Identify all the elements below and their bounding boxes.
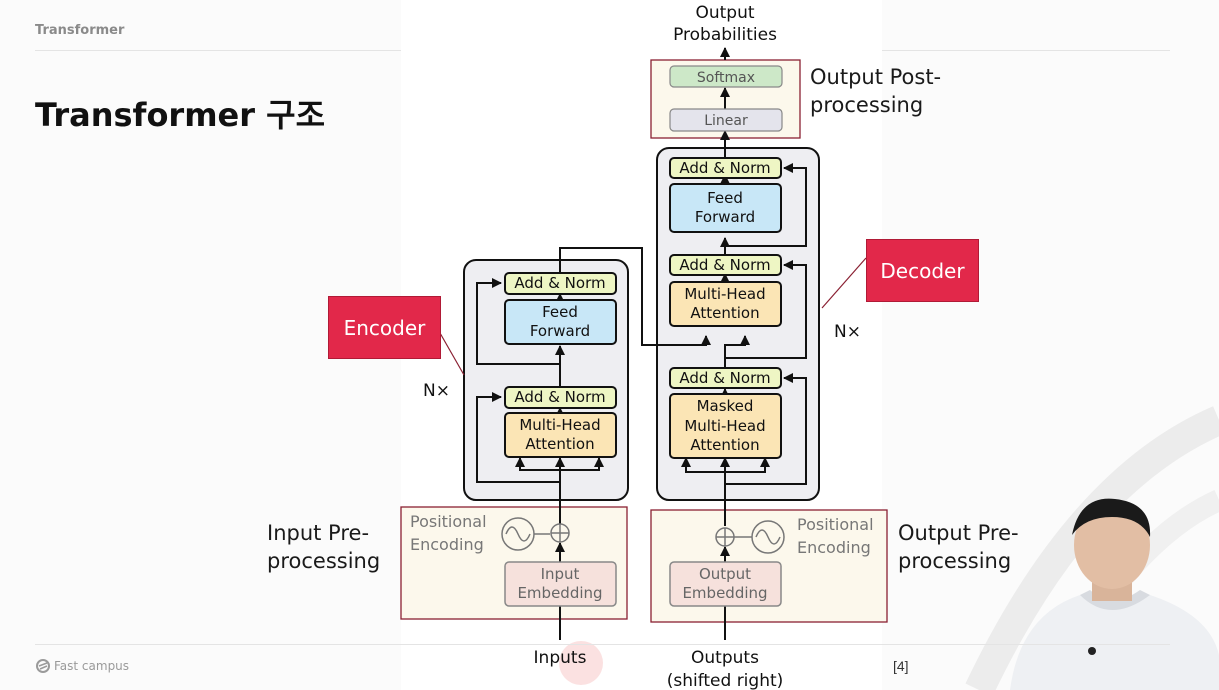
footer-divider <box>35 644 1170 645</box>
outputs-line2: (shifted right) <box>667 671 784 690</box>
encoder-mha-line2: Attention <box>525 435 594 453</box>
decoder-nx-label: N× <box>834 322 861 342</box>
decoder-masked-line1: Masked <box>697 397 754 415</box>
output-pre-label-line2: processing <box>898 549 1012 573</box>
inputs-label: Inputs <box>534 648 587 668</box>
linear-block <box>669 108 783 132</box>
decoder-mha-line1: Multi-Head <box>684 285 765 303</box>
output-embedding-block <box>669 561 782 607</box>
output-probabilities-line2: Probabilities <box>673 25 777 45</box>
reference-number: [4] <box>893 658 909 674</box>
encoder-nx-label: N× <box>423 381 450 401</box>
encoder-add-norm-top <box>504 272 617 295</box>
decoder-masked-multi-head-attention <box>669 393 782 459</box>
decoder-feed-forward <box>669 183 782 233</box>
decoder-ff-line2: Forward <box>695 208 755 226</box>
output-embedding-line1: Output <box>699 565 751 583</box>
output-positional-line2: Encoding <box>797 538 871 557</box>
encoder-tag: Encoder <box>328 296 441 359</box>
decoder-add-norm-middle-label: Add & Norm <box>679 256 770 274</box>
decoder-add-norm-top-label: Add & Norm <box>679 159 770 177</box>
output-post-label-line1: Output Post- <box>810 65 942 89</box>
encoder-add-norm-top-label: Add & Norm <box>514 274 605 292</box>
encoder-ff-line2: Forward <box>530 322 590 340</box>
encoder-stack <box>463 259 629 501</box>
input-embedding-block <box>504 561 617 607</box>
presenter-video <box>1010 498 1219 690</box>
input-pre-label: Input Pre- processing <box>267 519 380 575</box>
decoder-tag: Decoder <box>866 239 979 302</box>
decoder-add-norm-middle <box>669 254 782 276</box>
fastcampus-logo-icon <box>36 659 50 673</box>
decoder-ff-line1: Feed <box>707 189 743 207</box>
input-positional-sine-icon <box>501 517 535 551</box>
output-embedding-line2: Embedding <box>682 584 767 602</box>
output-post-label: Output Post- processing <box>810 63 941 119</box>
slide-header: Transformer <box>35 23 125 38</box>
cursor-highlight <box>559 641 603 685</box>
input-embedding-line2: Embedding <box>517 584 602 602</box>
linear-label: Linear <box>704 113 748 129</box>
input-add-icon <box>550 523 570 543</box>
input-positional-line2: Encoding <box>410 535 484 554</box>
output-positional-line1: Positional <box>797 515 874 534</box>
encoder-add-norm-bottom-label: Add & Norm <box>514 388 605 406</box>
slide-title: Transformer 구조 <box>35 96 326 134</box>
input-pre-label-line1: Input Pre- <box>267 521 370 545</box>
output-add-icon <box>715 527 735 547</box>
footer-brand-text: Fast campus <box>54 659 130 673</box>
decoder-add-norm-bottom-label: Add & Norm <box>679 369 770 387</box>
output-positional-sine-icon <box>751 520 785 554</box>
softmax-label: Softmax <box>697 70 755 86</box>
decoder-multi-head-attention <box>669 281 782 327</box>
outputs-line1: Outputs <box>691 648 759 668</box>
input-pre-label-line2: processing <box>267 549 381 573</box>
decoder-masked-line2: Multi-Head <box>684 417 765 435</box>
decoder-masked-line3: Attention <box>690 436 759 454</box>
output-pre-label-line1: Output Pre- <box>898 521 1019 545</box>
decoder-add-norm-top <box>669 157 782 179</box>
input-embedding-line1: Input <box>541 565 580 583</box>
output-post-label-line2: processing <box>810 93 924 117</box>
output-probabilities-line1: Output <box>695 3 754 23</box>
decoder-add-norm-bottom <box>669 367 782 389</box>
softmax-block <box>669 65 783 88</box>
decoder-mha-line2: Attention <box>690 304 759 322</box>
encoder-mha-line1: Multi-Head <box>519 416 600 434</box>
input-positional-line1: Positional <box>410 512 487 531</box>
footer-brand: Fast campus <box>36 659 129 673</box>
encoder-ff-line1: Feed <box>542 303 578 321</box>
output-pre-label: Output Pre- processing <box>898 519 1019 575</box>
encoder-feed-forward <box>504 299 617 345</box>
encoder-add-norm-bottom <box>504 386 617 409</box>
encoder-multi-head-attention <box>504 412 617 458</box>
